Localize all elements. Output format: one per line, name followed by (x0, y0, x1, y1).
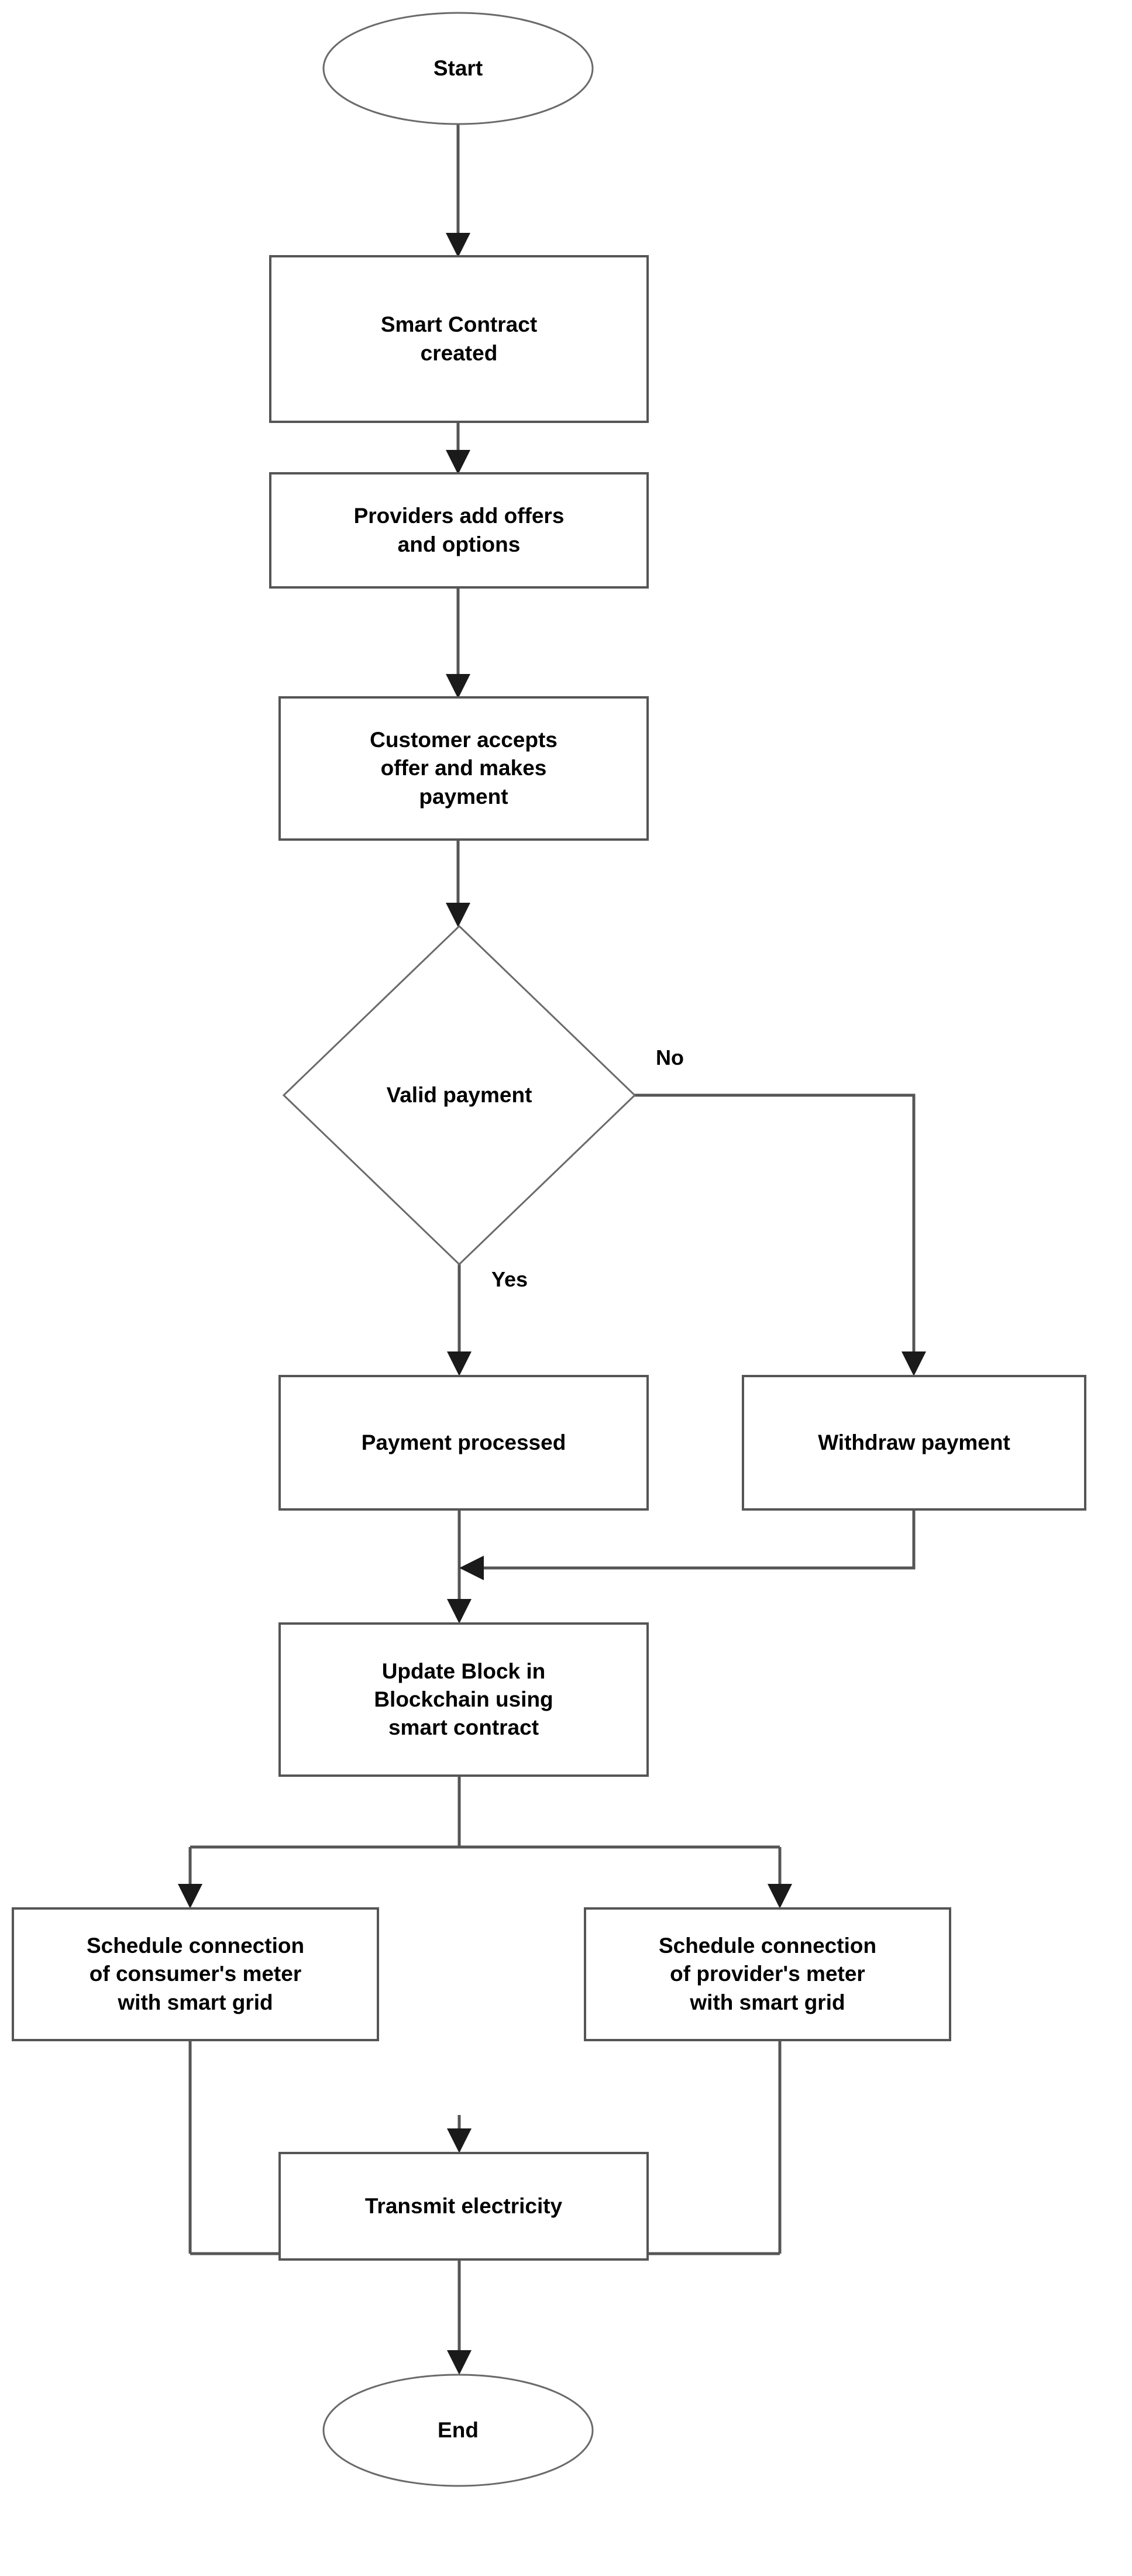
edge-smart-contract-to-providers (446, 422, 470, 474)
edge-label-yes: Yes (491, 1267, 528, 1291)
edge-start-to-smart-contract (446, 124, 470, 257)
node-transmit-electricity[interactable] (278, 2152, 649, 2261)
edge-withdraw-payment-to-update-block (459, 1509, 916, 1580)
node-smart-contract-created[interactable] (269, 255, 649, 423)
node-end[interactable] (322, 2374, 594, 2487)
node-update-block[interactable] (278, 1622, 649, 1777)
edge-customer-to-valid-payment (446, 840, 470, 927)
edge-valid-payment-yes-to-payment-processed (447, 1264, 472, 1376)
node-providers-add-offers[interactable] (269, 472, 649, 589)
node-withdraw-payment[interactable] (742, 1375, 1086, 1511)
node-schedule-provider-meter[interactable] (584, 1907, 951, 2041)
node-customer-accepts-offer[interactable] (278, 696, 649, 841)
edge-update-block-fork (178, 1776, 792, 1908)
node-payment-processed[interactable] (278, 1375, 649, 1511)
node-start[interactable] (322, 12, 594, 125)
node-schedule-consumer-meter[interactable] (12, 1907, 379, 2041)
node-valid-payment-decision[interactable] (282, 924, 636, 1266)
edge-valid-payment-no-to-withdraw-payment (635, 1093, 926, 1376)
edge-label-no: No (656, 1045, 684, 1069)
edge-providers-to-customer (446, 587, 470, 699)
edge-transmit-to-end (447, 2259, 472, 2375)
edge-payment-processed-to-update-block (447, 1509, 472, 1624)
